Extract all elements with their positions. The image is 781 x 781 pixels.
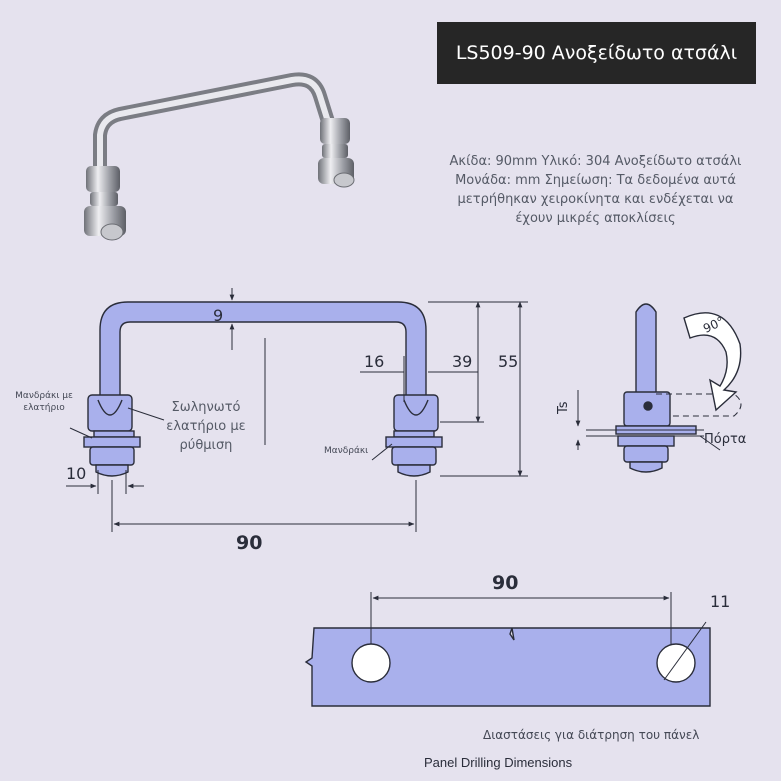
label-ts: Ts	[556, 401, 571, 414]
dim-16: 16	[364, 352, 385, 371]
front-view-dimensions	[66, 288, 528, 532]
product-photo	[84, 72, 355, 241]
dim-90-front: 90	[236, 532, 263, 554]
label-washer: Μανδράκι	[324, 446, 369, 456]
label-spring-washer: Μανδράκι με ελατήριο	[15, 391, 73, 413]
dim-11-hole: 11	[710, 592, 731, 611]
label-door: Πόρτα	[704, 432, 747, 447]
dim-55: 55	[498, 352, 519, 371]
dim-90-drilling: 90	[492, 572, 519, 594]
drilling-plate	[304, 592, 711, 707]
product-title: LS509-90 Ανοξείδωτο ατσάλι	[437, 22, 756, 84]
dim-thickness-9: 9	[213, 306, 224, 325]
drilling-caption-english: Panel Drilling Dimensions	[424, 755, 573, 770]
label-spring-tube: Σωληνωτό ελατήριο με ρύθμιση	[166, 400, 246, 453]
side-view	[575, 303, 742, 473]
dim-39: 39	[452, 352, 473, 371]
product-info-text: Ακίδα: 90mm Υλικό: 304 Ανοξείδωτο ατσάλι…	[449, 154, 742, 226]
dim-10: 10	[66, 464, 87, 483]
front-view	[83, 301, 443, 477]
drilling-caption-greek: Διαστάσεις για διάτρηση του πάνελ	[483, 728, 700, 742]
